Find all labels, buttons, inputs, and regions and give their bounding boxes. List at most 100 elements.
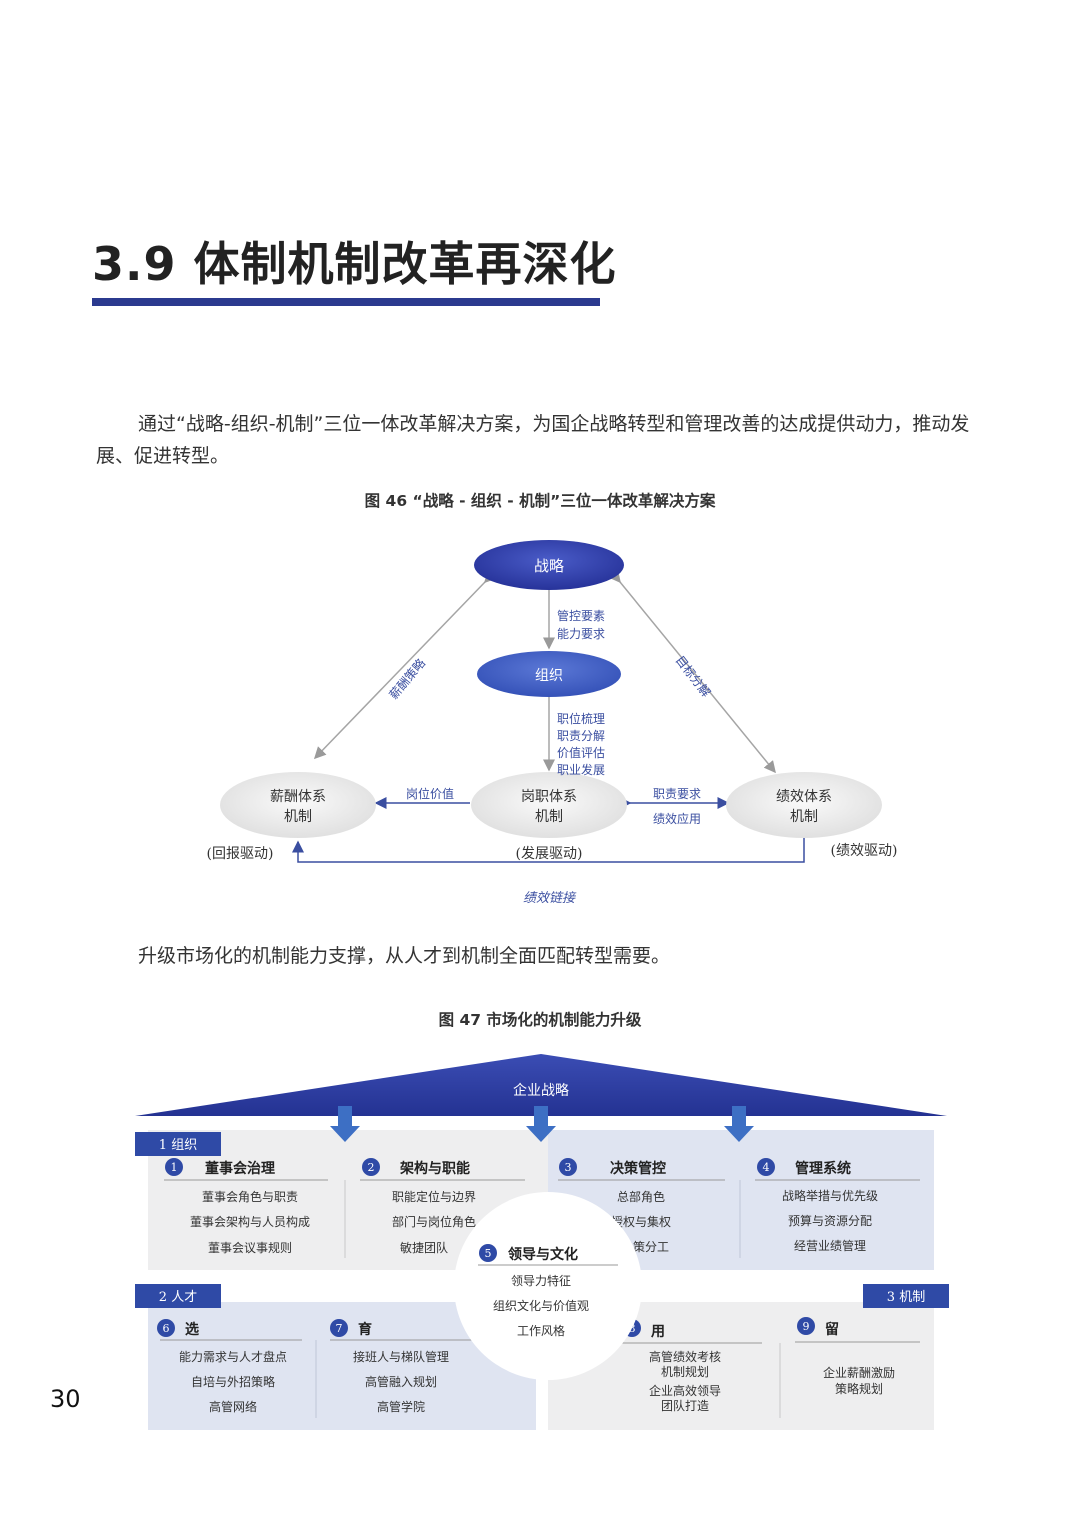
svg-text:(绩效驱动): (绩效驱动) [831,843,898,859]
down-arrow-icon [330,1106,360,1142]
svg-text:绩效链接: 绩效链接 [523,891,577,906]
svg-text:高管融入规划: 高管融入规划 [365,1374,437,1389]
svg-text:9: 9 [803,1320,810,1333]
node-salary [220,772,376,838]
svg-text:领导力特征: 领导力特征 [511,1273,571,1288]
intro-paragraph: 通过“战略-组织-机制”三位一体改革解决方案，为国企战略转型和管理改善的达成提供… [96,413,970,467]
svg-text:管控要素: 管控要素 [557,608,605,623]
svg-text:1 组织: 1 组织 [159,1138,197,1153]
node-post [471,772,627,838]
svg-text:能力需求与人才盘点: 能力需求与人才盘点 [179,1349,287,1364]
svg-text:授权与集权: 授权与集权 [611,1214,671,1229]
svg-text:机制: 机制 [535,809,563,825]
svg-text:董事会架构与人员构成: 董事会架构与人员构成 [190,1214,310,1229]
svg-text:5: 5 [485,1247,492,1260]
roof-enterprise-strategy [135,1054,947,1116]
section-tag-org [135,1132,221,1156]
svg-text:能力要求: 能力要求 [557,627,605,641]
svg-text:职责要求: 职责要求 [653,787,701,801]
svg-text:董事会角色与职责: 董事会角色与职责 [202,1190,298,1204]
svg-text:1: 1 [171,1161,178,1174]
svg-text:组织: 组织 [535,668,563,684]
node-organization [477,651,621,697]
svg-text:董事会议事规则: 董事会议事规则 [208,1240,292,1255]
svg-text:职位梳理: 职位梳理 [557,711,605,726]
down-arrow-icon [724,1106,754,1142]
node-strategy [474,540,624,590]
svg-text:经营业绩管理: 经营业绩管理 [794,1238,866,1253]
svg-text:机制: 机制 [284,809,312,825]
svg-text:组织文化与价值观: 组织文化与价值观 [493,1298,589,1313]
svg-text:总部角色: 总部角色 [617,1189,665,1204]
svg-text:6: 6 [163,1322,170,1335]
svg-text:架构与职能: 架构与职能 [399,1160,470,1177]
svg-text:企业薪酬激励: 企业薪酬激励 [823,1365,895,1380]
section-title: 3.9 体制机制改革再深化 [92,237,617,291]
svg-text:管理系统: 管理系统 [795,1160,851,1177]
section-tag-talent [135,1284,221,1308]
svg-text:4: 4 [763,1161,770,1174]
edge-strategy-performance [608,570,776,774]
figure-47-diagram: 企业战略 1 组织 2 人才 3 机制 1 董事会治理 董事会角色与职责 董事会… [135,1054,949,1430]
svg-text:高管绩效考核: 高管绩效考核 [649,1349,721,1364]
edge-loop [292,830,805,863]
block-retain: 9 留 企业薪酬激励 策略规划 [795,1317,920,1396]
svg-text:价值评估: 价值评估 [557,745,605,760]
block-board-governance: 1 董事会治理 董事会角色与职责 董事会架构与人员构成 董事会议事规则 [164,1158,328,1255]
svg-text:选: 选 [185,1321,199,1338]
svg-text:3: 3 [565,1161,572,1174]
title-underline [92,298,600,306]
svg-text:2 人才: 2 人才 [159,1290,197,1305]
svg-text:高管网络: 高管网络 [209,1399,257,1414]
svg-text:薪酬体系: 薪酬体系 [270,789,326,805]
down-arrow-icon [526,1106,556,1142]
svg-text:(发展驱动): (发展驱动) [516,846,583,862]
svg-text:敏捷团队: 敏捷团队 [400,1240,448,1255]
svg-text:高管学院: 高管学院 [377,1399,425,1414]
svg-text:2: 2 [368,1161,375,1174]
svg-text:团队打造: 团队打造 [661,1398,709,1413]
svg-text:(回报驱动): (回报驱动) [207,846,274,862]
svg-text:接班人与梯队管理: 接班人与梯队管理 [353,1349,449,1364]
figure-46-caption: 图 46 “战略 - 组织 - 机制”三位一体改革解决方案 [364,492,716,510]
svg-text:策略规划: 策略规划 [835,1381,883,1396]
svg-text:绩效体系: 绩效体系 [776,789,832,805]
svg-text:战略举措与优先级: 战略举措与优先级 [782,1188,878,1203]
svg-text:职业发展: 职业发展 [557,762,605,777]
svg-text:育: 育 [358,1321,372,1338]
svg-text:工作风格: 工作风格 [517,1323,565,1338]
svg-text:绩效应用: 绩效应用 [653,811,701,826]
block-decision-control: 3 决策管控 总部角色 授权与集权 决策分工 [558,1158,725,1254]
page-number: 30 [50,1385,81,1413]
svg-text:留: 留 [825,1321,839,1338]
svg-text:岗位价值: 岗位价值 [406,786,454,801]
svg-text:3 机制: 3 机制 [887,1290,925,1305]
svg-text:目标分解: 目标分解 [673,653,714,699]
svg-text:岗职体系: 岗职体系 [521,789,577,805]
svg-text:职责分解: 职责分解 [557,729,605,743]
figure-46-diagram: 战略 组织 薪酬体系 机制 岗职体系 机制 绩效体系 机制 管控要素 能力要求 … [207,540,898,906]
svg-text:自培与外招策略: 自培与外招策略 [191,1374,275,1389]
svg-text:战略: 战略 [534,557,564,575]
node-performance [726,772,882,838]
svg-text:企业高效领导: 企业高效领导 [649,1383,721,1398]
mid-paragraph: 升级市场化的机制能力支撑，从人才到机制全面匹配转型需要。 [138,945,671,967]
block-select: 6 选 能力需求与人才盘点 自培与外招策略 高管网络 [157,1319,302,1414]
block-management-system: 4 管理系统 战略举措与优先级 预算与资源分配 经营业绩管理 [755,1158,920,1253]
block-develop: 7 育 接班人与梯队管理 高管融入规划 高管学院 [330,1319,475,1414]
section-tag-mechanism [863,1284,949,1308]
svg-text:用: 用 [651,1324,665,1340]
svg-text:机制规划: 机制规划 [661,1364,709,1379]
svg-text:部门与岗位角色: 部门与岗位角色 [392,1214,476,1229]
svg-text:预算与资源分配: 预算与资源分配 [788,1213,872,1228]
block-leadership-culture: 5 领导与文化 领导力特征 组织文化与价值观 工作风格 [454,1192,642,1380]
svg-text:8: 8 [629,1322,636,1335]
svg-text:董事会治理: 董事会治理 [205,1160,275,1177]
svg-text:职能定位与边界: 职能定位与边界 [392,1189,476,1204]
svg-text:企业战略: 企业战略 [513,1082,569,1099]
block-structure-functions: 2 架构与职能 职能定位与边界 部门与岗位角色 敏捷团队 [360,1158,525,1255]
figure-47-caption: 图 47 市场化的机制能力升级 [438,1011,642,1029]
svg-text:领导与文化: 领导与文化 [508,1246,578,1263]
svg-text:机制: 机制 [790,809,818,825]
edge-strategy-salary [313,570,497,760]
